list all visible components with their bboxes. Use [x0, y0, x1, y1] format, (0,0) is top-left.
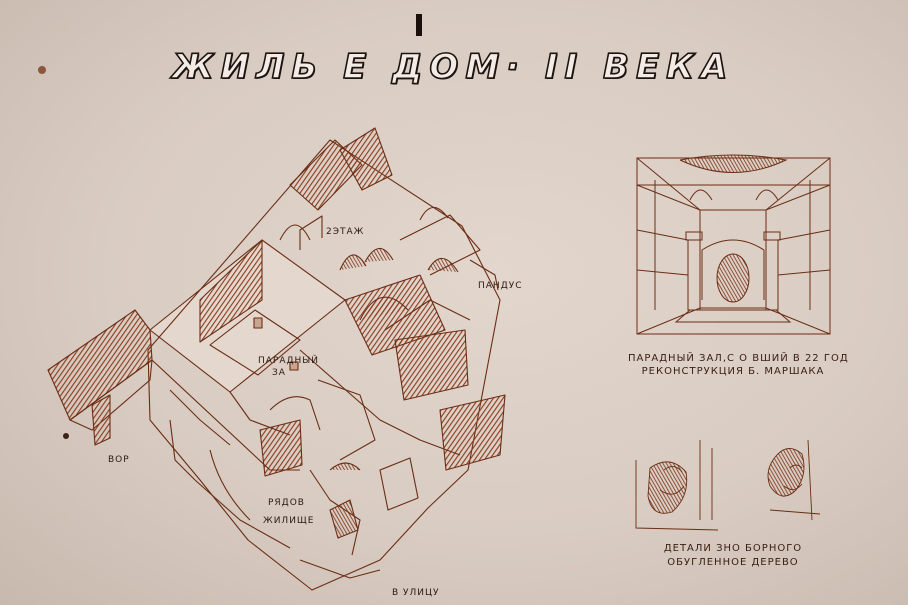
label-ramp: ПАНДУС [478, 281, 523, 291]
details-caption-line2: ОБУГЛЕННОЕ ДЕРЕВО [667, 557, 799, 568]
label-street: В УЛИЦУ [392, 588, 440, 598]
label-dwelling-line2: ЖИЛИЩЕ [263, 516, 315, 526]
hall-caption-line2: РЕКОНСТРУКЦИЯ Б. МАРШАКА [641, 366, 825, 377]
label-dwelling-line1: РЯДОВ [268, 498, 305, 508]
details-caption-line1: ДЕТАЛИ ЗНО БОРНОГО [663, 543, 803, 554]
label-hall-line1: ПАРАДНЫЙ [258, 356, 319, 366]
label-yard: ВОР [108, 455, 130, 465]
label-hall-line2: ЗА [272, 368, 286, 378]
label-second-floor: 2ЭТАЖ [326, 227, 365, 237]
poster-title: ЖИЛЬ Е ДОМ· II ВЕКА [171, 46, 735, 88]
hall-caption-line1: ПАРАДНЫЙ ЗАЛ,С О ВШИЙ В 22 ГОД [628, 353, 849, 364]
